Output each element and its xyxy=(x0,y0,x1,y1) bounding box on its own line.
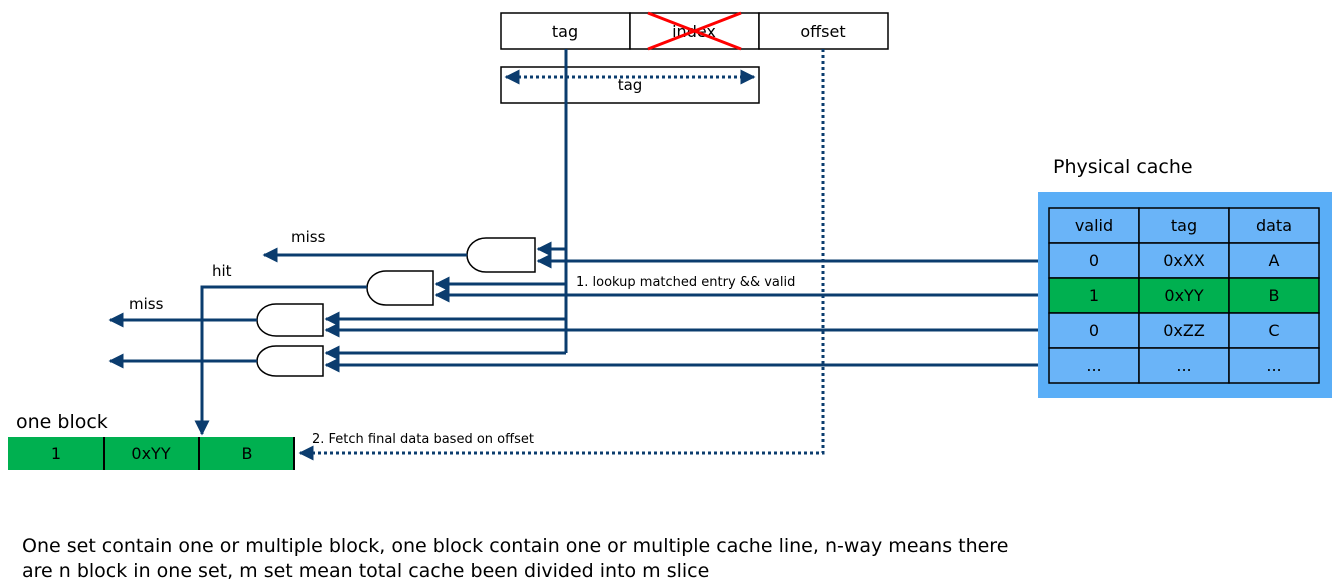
and-gate-4 xyxy=(256,345,324,377)
cache-cell xyxy=(1228,347,1320,384)
and-gates xyxy=(256,237,536,377)
cache-cell xyxy=(1048,277,1140,314)
address-fields: tag index offset xyxy=(500,11,889,51)
cache-cell-value: ... xyxy=(1086,356,1101,375)
explanation-caption: One set contain one or multiple block, o… xyxy=(22,535,1009,582)
cache-cell-value: 0xYY xyxy=(1164,286,1203,305)
physical-cache-table: valid tag data 0 0xXX A 1 0xYY B 0 0xZZ C......... xyxy=(1048,207,1320,384)
cache-header-label: tag xyxy=(1171,216,1197,235)
cache-cell-value: A xyxy=(1269,251,1280,270)
fetch-step-label: 2. Fetch final data based on offset xyxy=(312,432,534,447)
hit-label: hit xyxy=(212,262,232,280)
cache-cell xyxy=(1138,347,1230,384)
one-block-bg xyxy=(8,437,295,470)
cache-cell-value: B xyxy=(1269,286,1280,305)
cache-cell-value: C xyxy=(1268,321,1279,340)
cache-cell-value: 0 xyxy=(1089,321,1099,340)
block-cell-tag: 0xYY xyxy=(131,444,170,463)
block-cell-data: B xyxy=(242,444,253,463)
address-tag-label: tag xyxy=(552,22,578,41)
index-cross-out xyxy=(647,11,742,51)
cache-cell-value: 0xXX xyxy=(1163,251,1205,270)
cache-cell-value: ... xyxy=(1266,356,1281,375)
address-tag-field xyxy=(500,12,631,50)
cache-cell-value: ... xyxy=(1176,356,1191,375)
tag-bus xyxy=(324,49,568,361)
block-cell-valid: 1 xyxy=(51,444,61,463)
cache-row-lines xyxy=(324,253,1049,373)
cache-cell xyxy=(1228,312,1320,349)
cache-header-label: valid xyxy=(1075,216,1113,235)
one-block-title: one block xyxy=(16,411,108,433)
and-gate-3 xyxy=(256,303,324,337)
and-gate-1 xyxy=(466,237,536,273)
cache-cell xyxy=(1048,242,1140,279)
cache-cell xyxy=(1228,277,1320,314)
cache-header-cell xyxy=(1228,207,1320,244)
cache-header-label: data xyxy=(1256,216,1292,235)
gate-outputs xyxy=(108,247,467,436)
cache-cell xyxy=(1048,347,1140,384)
tag-span-label: tag xyxy=(618,76,643,94)
cache-cell-value: 0 xyxy=(1089,251,1099,270)
lookup-step-label: 1. lookup matched entry && valid xyxy=(576,275,795,290)
physical-cache-title: Physical cache xyxy=(1053,156,1193,178)
and-gate-2 xyxy=(366,270,434,306)
miss-label-mid: miss xyxy=(129,295,164,313)
miss-label-top: miss xyxy=(291,228,326,246)
offset-fetch-path xyxy=(298,49,825,461)
address-offset-label: offset xyxy=(800,22,845,41)
cache-cell-value: 0xZZ xyxy=(1163,321,1205,340)
one-block: 1 0xYY B xyxy=(8,437,295,470)
cache-cell-value: 1 xyxy=(1089,286,1099,305)
cache-cell xyxy=(1048,312,1140,349)
tag-span: tag xyxy=(500,66,760,104)
